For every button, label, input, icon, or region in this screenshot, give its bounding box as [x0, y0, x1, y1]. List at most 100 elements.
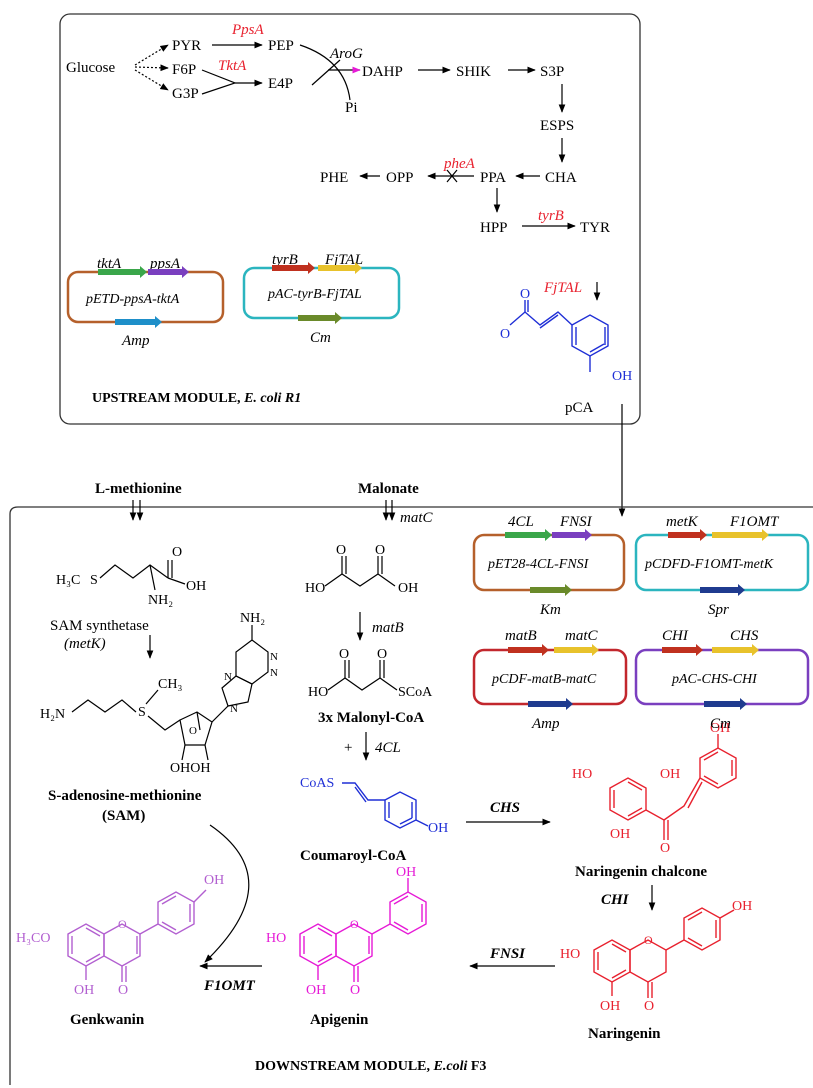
apigenin-label: Apigenin — [310, 1012, 369, 1028]
naringenin-label: Naringenin — [588, 1026, 661, 1042]
ppsa-enzyme: PpsA — [231, 22, 265, 38]
chalcone-oh-bottom: OH — [610, 827, 630, 842]
ppsa-gene-arrow — [148, 266, 189, 278]
plasmid-pcdfd-f1omt-metk: metK F1OMT pCDFD-F1OMT-metK Spr — [634, 514, 810, 618]
naringenin-oh-bottom: OH — [600, 999, 620, 1014]
chalcone-o: O — [660, 841, 670, 856]
4cl-enzyme: 4CL — [375, 740, 401, 756]
coumaroylcoa-coas: CoAS — [300, 776, 334, 791]
sam-abbrev: (SAM) — [102, 808, 145, 824]
f1omt-enzyme: F1OMT — [203, 978, 256, 994]
pi-label: Pi — [345, 100, 358, 116]
ppsa-gene-label: ppsA — [149, 256, 181, 272]
plasmid6-marker: Cm — [710, 716, 731, 732]
sam-diol: OHOH — [170, 761, 210, 776]
fjtal-enzyme: FjTAL — [543, 280, 582, 296]
apigenin-structure: HO O O OH OH — [266, 865, 427, 998]
sam-h2n: H₂N — [40, 707, 65, 722]
matc-enzyme: matC — [400, 510, 434, 526]
amp-gene-arrow — [115, 316, 162, 328]
malonate-o1: O — [336, 543, 346, 558]
e4p-join — [311, 59, 341, 86]
chalcone-oh-top: OH — [660, 767, 680, 782]
methionine-structure: H₃C S O OH NH₂ — [56, 545, 206, 608]
sam-nh2: NH₂ — [240, 611, 265, 626]
plasmid4-gene2: F1OMT — [729, 514, 780, 530]
pep-curve — [299, 44, 351, 101]
malonylcoa-o2: O — [377, 647, 387, 662]
esps-label: ESPS — [540, 118, 574, 134]
sam-n3: N — [270, 667, 278, 679]
plasmid2-marker: Cm — [310, 330, 331, 346]
pca-structure: O O OH — [500, 287, 632, 384]
plasmid6-name: pAC-CHS-CHI — [671, 672, 758, 687]
chs-enzyme: CHS — [490, 800, 520, 816]
chi-enzyme: CHI — [601, 892, 630, 908]
cm-gene-arrow — [298, 312, 342, 324]
upstream-title: UPSTREAM MODULE, E. coli R1 — [92, 391, 301, 406]
upstream-module: Glucose PYR F6P G3P PpsA PEP TktA E4P Ar… — [59, 13, 641, 425]
tyr-label: TYR — [580, 220, 610, 236]
apigenin-ho: HO — [266, 931, 286, 946]
pca-o-minus: O — [500, 327, 510, 342]
sam-n4: N — [270, 651, 278, 663]
plasmid-pet28-4cl-fnsi: 4CL FNSI pET28-4CL-FNSI Km — [472, 514, 626, 618]
sam-s: S — [138, 705, 146, 720]
pyr-label: PYR — [172, 38, 201, 54]
plasmid4-gene1: metK — [666, 514, 699, 530]
glucose-to-pyr-arrow — [134, 44, 169, 66]
coumaroyl-coa-label: Coumaroyl-CoA — [300, 848, 407, 864]
plasmid1-marker: Amp — [121, 333, 150, 349]
tyrb-gene-arrow — [272, 262, 315, 274]
plasmid6-gene2: CHS — [730, 628, 759, 644]
pca-o-atom: O — [520, 287, 530, 302]
genkwanin-o-ring: O — [118, 917, 127, 931]
phea-enzyme: pheA — [443, 156, 476, 172]
pca-oh-atom: OH — [612, 369, 632, 384]
coumaroylcoa-oh: OH — [428, 821, 448, 836]
phe-label: PHE — [320, 170, 348, 186]
cha-label: CHA — [545, 170, 577, 186]
upstream-module-frame — [59, 13, 641, 425]
fjtal-gene-label: FjTAL — [324, 252, 363, 268]
sam-ring-o: O — [189, 725, 197, 737]
naringenin-o-keto: O — [644, 999, 654, 1014]
apigenin-o-keto: O — [350, 983, 360, 998]
genkwanin-label: Genkwanin — [70, 1012, 145, 1028]
chalcone-oh-ring: OH — [710, 721, 730, 736]
metk-label: (metK) — [64, 636, 106, 652]
plasmid3-marker: Km — [539, 602, 561, 618]
malonate-oh: OH — [398, 581, 418, 596]
genkwanin-structure: H₃CO O O OH OH — [16, 873, 224, 998]
matb-enzyme: matB — [372, 620, 404, 636]
plasmid3-name: pET28-4CL-FNSI — [487, 557, 590, 572]
downstream-module: L-methionine Malonate matC H₃C S O OH NH… — [9, 481, 813, 1085]
malonate-feed: Malonate — [358, 481, 419, 497]
glucose-label: Glucose — [66, 60, 115, 76]
met-s: S — [90, 573, 98, 588]
plasmid5-name: pCDF-matB-matC — [491, 672, 597, 687]
malonylcoa-ho: HO — [308, 685, 328, 700]
f6p-label: F6P — [172, 62, 196, 78]
tyrb-gene-label: tyrB — [272, 252, 298, 268]
dahp-label: DAHP — [362, 64, 403, 80]
met-nh2: NH₂ — [148, 593, 173, 608]
plasmid5-gene2: matC — [565, 628, 599, 644]
upstream-title-species: E. coli R1 — [243, 391, 301, 406]
ppa-label: PPA — [480, 170, 506, 186]
malonate-o2: O — [375, 543, 385, 558]
l-methionine-feed: L-methionine — [95, 481, 182, 497]
coumaroyl-coa-structure: CoAS OH — [300, 776, 448, 836]
s3p-label: S3P — [540, 64, 564, 80]
plasmid-pcdf-matb-matc: matB matC pCDF-matB-matC Amp — [472, 628, 628, 732]
malonate-ho: HO — [305, 581, 325, 596]
tkta-gene-label: tktA — [97, 256, 122, 272]
downstream-module-frame — [9, 506, 813, 1085]
met-o: O — [172, 545, 182, 560]
naringenin-ho: HO — [560, 947, 580, 962]
opp-label: OPP — [386, 170, 414, 186]
malonylcoa-o1: O — [339, 647, 349, 662]
genkwanin-oh-ring: OH — [204, 873, 224, 888]
chalcone-ho: HO — [572, 767, 592, 782]
